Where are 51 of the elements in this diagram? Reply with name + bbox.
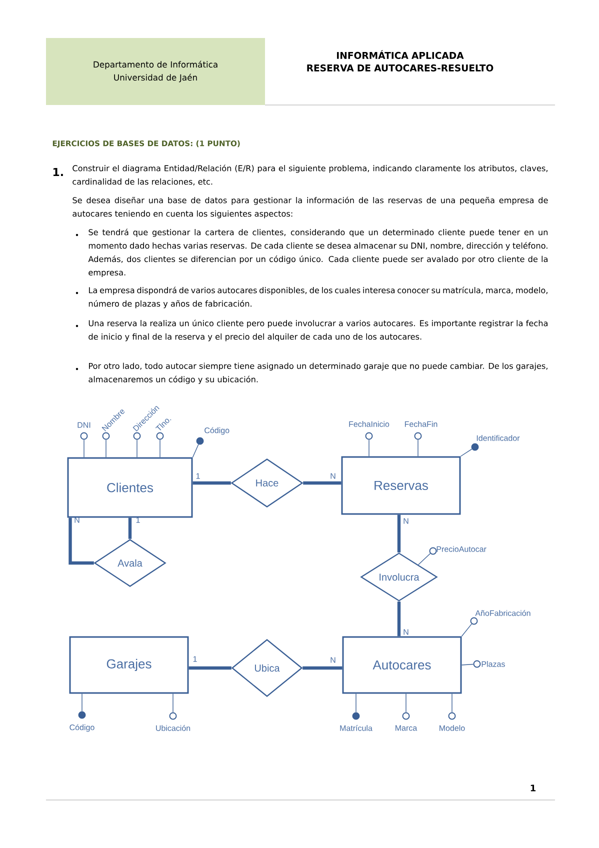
cardinality-label: N [404,518,408,524]
relationship-line [397,514,401,552]
relationship-line [192,481,231,485]
relationship-line [188,666,232,670]
entity-box: Garajes [69,636,189,694]
attribute-label: PrecioAutocar [436,546,486,552]
attribute-label: FechaFin [404,421,438,427]
attribute-line [136,439,138,458]
attribute-line [172,693,174,713]
paragraph: La empresa dispondrá de varios autocares disponibles, de los cuales interesa conocer su matrícula, marca, modelo, número de plazas y años de fabricación. [88,286,548,308]
attribute-label: Modelo [440,725,465,731]
attribute-line [460,448,472,457]
relationship-line [68,518,94,565]
attribute-label: AñoFabricación [475,610,530,616]
attribute-label: Código [204,427,230,435]
title: INFORMÁTICA APLICADA RESERVA DE AUTOCARES-RESUELTO [307,50,494,72]
cardinality-label: 1 [196,473,200,479]
paragraph: Construir el diagrama Entidad/Relación (E/R) para el siguiente problema, indicando claramente los atributos, claves, cardinalidad de las relaciones, etc. [72,164,548,186]
attribute-label: Ubicación [156,725,190,731]
attribute-label: Código [70,724,94,732]
relationship-line [397,602,401,636]
entity-box: Reservas [341,456,461,515]
attribute-line [368,439,370,457]
cardinality-label: 1 [193,656,197,662]
cardinality-label: 1 [136,517,140,523]
entity-box: Clientes [67,457,193,518]
entity-box: Autocares [342,636,462,694]
relationship-line [302,666,342,670]
cardinality-label: N [404,629,408,635]
relationship-line [128,518,132,539]
exercise-number: 1. [53,168,63,176]
paragraph: Una reserva la realiza un único cliente pero puede involucrar a varios autocares. Es importante registrar la fecha de inicio y final de la reserva y el precio del alquiler de cada uno de los autocares. [88,320,548,342]
paragraph: Se desea diseñar una base de datos para gestionar la información de las reservas de una pequeña empresa de autocares teniendo en cuenta los siguientes aspectos: [72,196,548,218]
header-box: Departamento de Informática Universidad de Jaén [46,38,265,105]
attribute-label: Marca [396,725,418,731]
attribute-label: Matrícula [340,725,372,731]
cardinality-label: N [330,473,336,479]
attribute-line [461,664,474,666]
paragraph: Se tendrá que gestionar la cartera de clientes, considerando que un determinado cliente puede tener en un momento dado hechas varias reservas. De cada cliente se desea almacenar su DNI, nombre, dirección y teléfono. Además, dos clientes se diferencian por un código único. Cada cliente puede ser avalado por otro cliente de la empresa. [88,228,548,278]
attribute-label: Identificador [476,435,520,441]
attribute-label: DNI [78,422,90,428]
cardinality-label: N [74,517,80,523]
cardinality-label: N [330,657,336,663]
page-number: 1 [530,784,536,792]
relationship-line [303,481,342,485]
attribute-line [418,553,431,566]
attribute-line [461,624,472,637]
attribute-label: Plazas [482,661,505,667]
paragraph: Por otro lado, todo autocar siempre tiene asignado un determinado garaje que no puede cambiar. De los garajes, almacenaremos un código y su ubicación. [88,362,548,384]
attribute-line [192,444,199,458]
attribute-label: FechaInicio [349,421,390,427]
